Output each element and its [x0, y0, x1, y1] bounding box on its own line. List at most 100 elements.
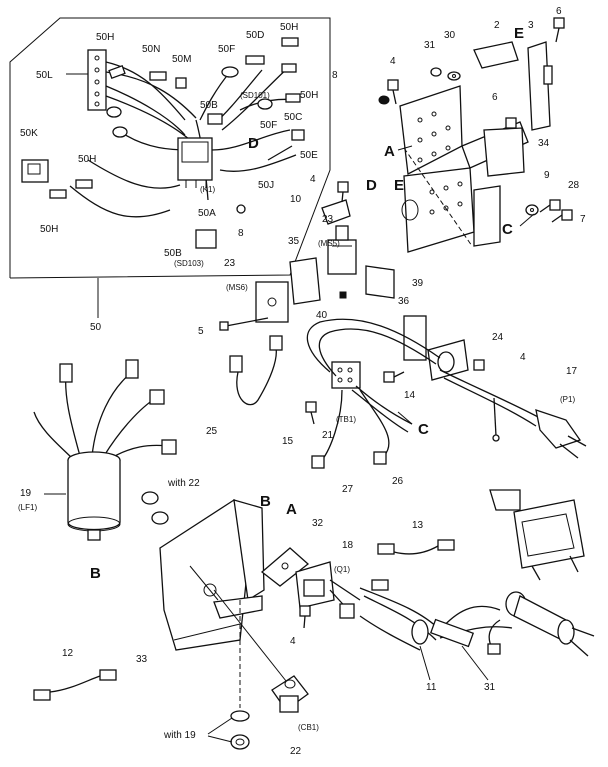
label-8-b: 8	[332, 70, 338, 81]
bracket-39	[365, 265, 395, 299]
plug-P1	[535, 409, 582, 449]
label-17: 17	[566, 366, 578, 377]
label-39: 39	[412, 278, 424, 289]
label-6-b: 6	[492, 92, 498, 103]
label-LF1: (LF1)	[18, 503, 37, 512]
relay-K1	[177, 137, 213, 181]
bracket-2	[473, 41, 519, 69]
lead-12-end-a	[33, 689, 51, 701]
connector-50K	[21, 159, 49, 183]
label-28: 28	[568, 180, 580, 191]
label-50F-b: 50F	[260, 120, 277, 131]
label-P1: (P1)	[560, 395, 575, 404]
label-18: 18	[342, 540, 354, 551]
capacitor-SD103	[195, 229, 217, 249]
label-50N: 50N	[142, 44, 160, 55]
connector-50H-bottom	[49, 189, 67, 199]
bracket-3	[527, 41, 551, 131]
lead-25-end-a	[229, 355, 243, 373]
label-31-a: 31	[424, 40, 436, 51]
harness-11	[359, 579, 513, 651]
ac-adapter	[489, 489, 585, 581]
label-50H-b: 50H	[280, 22, 298, 33]
label-50A: 50A	[198, 208, 216, 219]
washer-9	[525, 204, 539, 216]
label-32: 32	[312, 518, 324, 529]
clamp-10	[321, 199, 351, 225]
label-50H-a: 50H	[96, 32, 114, 43]
label-50F-a: 50F	[218, 44, 235, 55]
connector-50H-lower	[75, 179, 93, 189]
label-SD101: (SD101)	[240, 91, 270, 100]
triac-Q1	[295, 561, 361, 619]
label-50B-a: 50B	[200, 100, 218, 111]
screw-4-top	[387, 79, 399, 105]
label-34: 34	[538, 138, 550, 149]
label-4-c: 4	[520, 352, 526, 363]
label-50H-d: 50H	[78, 154, 96, 165]
label-4-b: 4	[310, 174, 316, 185]
chassis-assembly	[219, 17, 587, 469]
label-24: 24	[492, 332, 504, 343]
label-50H-c: 50H	[300, 90, 318, 101]
plate-34	[483, 127, 525, 177]
letter-C-mid: C	[418, 421, 429, 438]
label-CB1: (CB1)	[298, 723, 319, 732]
label-11: 11	[426, 682, 437, 693]
connector-50H-top	[281, 37, 299, 47]
label-13: 13	[412, 520, 424, 531]
label-30: 30	[444, 30, 456, 41]
letter-E-mid: E	[394, 177, 404, 194]
connector-31	[429, 618, 475, 648]
label-27: 27	[342, 484, 354, 495]
label-22: 22	[290, 746, 302, 757]
lead-25-end-b	[269, 335, 283, 351]
label-SD103: (SD103)	[174, 259, 204, 268]
label-15: 15	[282, 436, 294, 447]
label-2: 2	[494, 20, 500, 31]
line-filter-LF1	[33, 359, 177, 541]
label-10: 10	[290, 194, 302, 205]
label-19-a: 19	[20, 488, 32, 499]
label-21: 21	[322, 430, 334, 441]
plate-32	[260, 547, 310, 587]
label-4-a: 4	[390, 56, 396, 67]
screw-6-mid	[505, 117, 517, 129]
bracket-33	[159, 498, 291, 708]
washer-30	[447, 71, 461, 81]
connector-50F-lower	[257, 98, 273, 110]
label-50M: 50M	[172, 54, 191, 65]
plate-35	[289, 257, 321, 305]
label-50K: 50K	[20, 128, 38, 139]
label-50E: 50E	[300, 150, 318, 161]
letter-A-top: A	[384, 143, 395, 160]
label-26: 26	[392, 476, 404, 487]
label-50J: 50J	[258, 180, 274, 191]
label-36: 36	[398, 296, 410, 307]
connector-50H	[108, 65, 126, 79]
label-with22: with 22	[167, 478, 200, 489]
washers-19	[230, 710, 250, 750]
letter-B-cap: B	[90, 565, 101, 582]
connector-50F	[221, 66, 239, 78]
label-9: 9	[544, 170, 550, 181]
label-7: 7	[580, 214, 586, 225]
label-with19: with 19	[163, 730, 196, 741]
part-40	[339, 291, 347, 299]
connector-50D	[245, 55, 265, 65]
label-50D: 50D	[246, 30, 264, 41]
letter-A-plate: A	[286, 501, 297, 518]
label-50L: 50L	[36, 70, 53, 81]
lead-13-end-b	[437, 539, 455, 551]
screw-28	[539, 199, 561, 213]
label-25: 25	[206, 426, 218, 437]
washers-22	[141, 491, 169, 525]
label-50H-e: 50H	[40, 224, 58, 235]
label-5: 5	[198, 326, 204, 337]
label-MS5: (MS5)	[318, 239, 340, 248]
letter-B-plate: B	[260, 493, 271, 510]
label-4-d: 4	[290, 636, 296, 647]
label-33: 33	[136, 654, 148, 665]
lead-12-end-b	[99, 669, 117, 681]
